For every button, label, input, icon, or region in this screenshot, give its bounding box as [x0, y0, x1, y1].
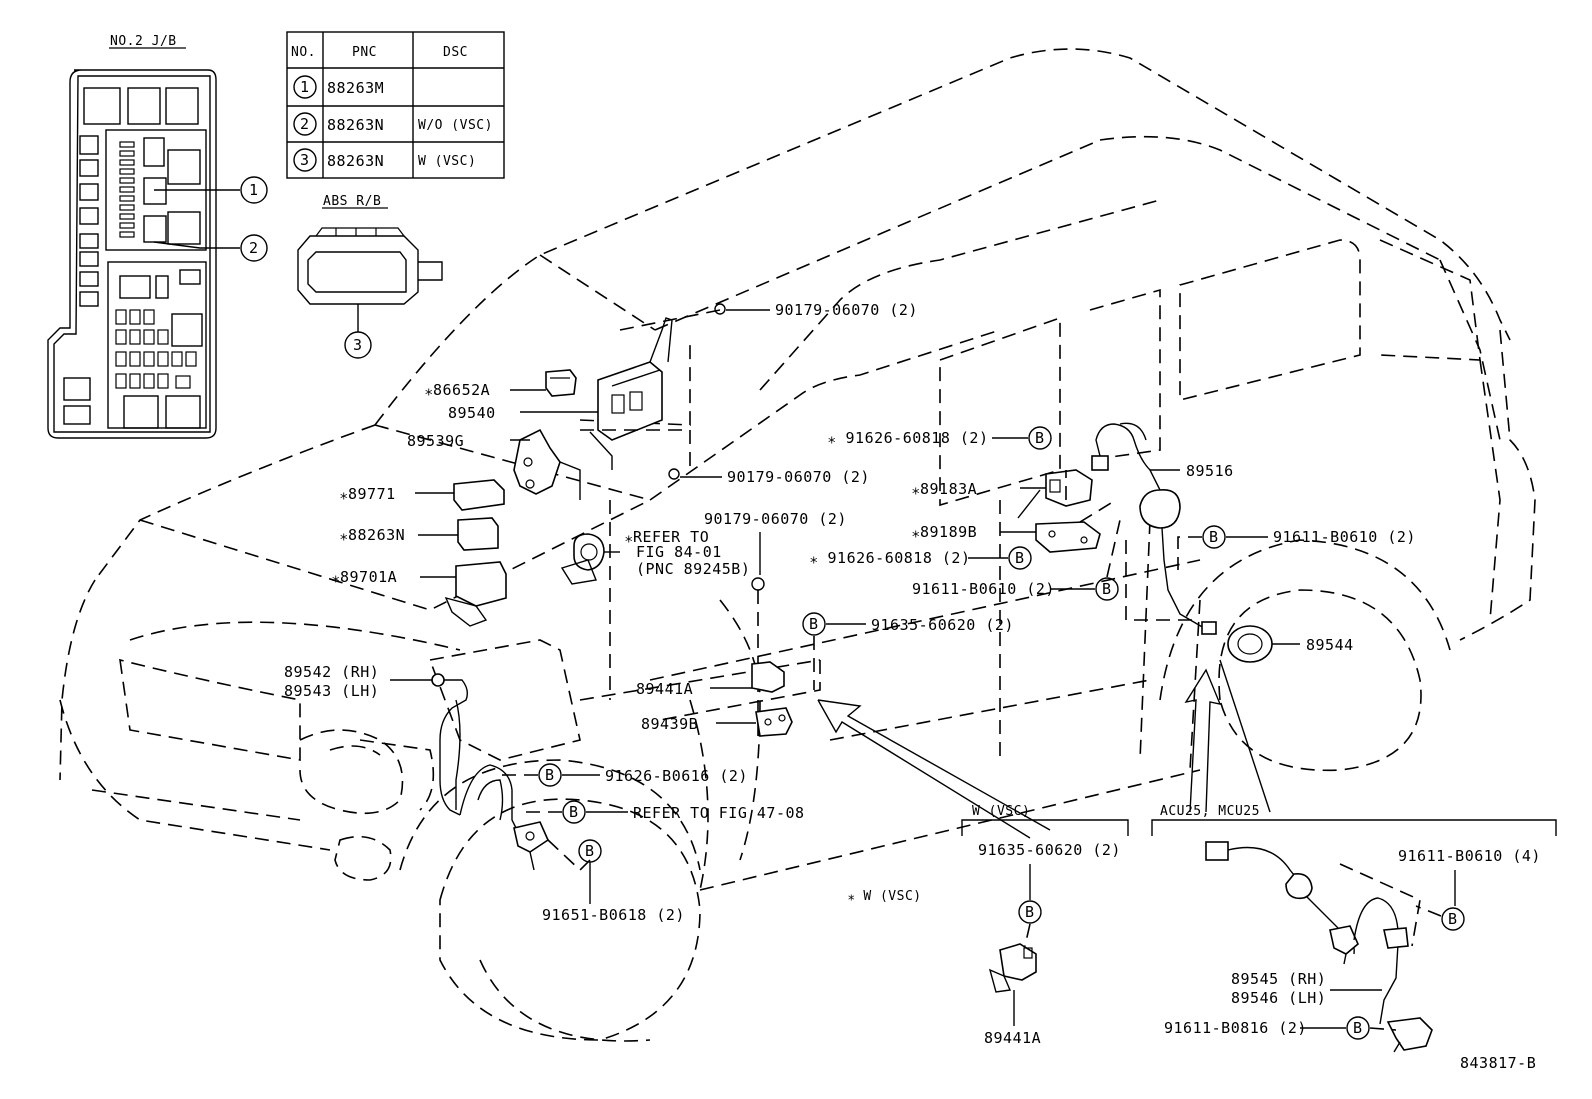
rear-sensor-group: B ⁎ 91626-60818 (2) ⁎89183A ⁎89189B B ⁎ … [810, 422, 1416, 813]
abs-relay-block: ABS R/B 3 [297, 194, 443, 359]
inset-w-vsc: W (VSC) 91635-60620 (2) B 89441A [961, 804, 1129, 1047]
inset-acu-lh: 89546 (LH) [1231, 989, 1326, 1007]
inset-acu-title: ACU25, MCU25 [1160, 804, 1260, 819]
label-91611-a: 91611-B0610 (2) [912, 580, 1055, 598]
bolt-marker-label-5: B [1209, 528, 1219, 546]
label-89539G: 89539G [407, 432, 464, 450]
table-row-2-circle-icon [293, 112, 317, 136]
bolt-marker-icon-9 [1018, 900, 1042, 924]
inset-w-vsc-part: 91635-60620 (2) [978, 841, 1121, 859]
junction-block-title: NO.2 J/B [110, 34, 177, 49]
table-row-3-dsc: W (VSC) [418, 154, 476, 169]
label-refer-84-line2: FIG 84-01 [636, 543, 722, 561]
label-89544: 89544 [1306, 636, 1354, 654]
label-91651: 91651-B0618 (2) [542, 906, 685, 924]
note-w-vsc: ⁎ W (VSC) [848, 889, 922, 904]
front-sensor-group: 89542 (RH) 89543 (LH) B 91626-B0616 (2) … [284, 663, 922, 924]
callout-1-icon [240, 176, 268, 204]
label-89542: 89542 (RH) [284, 663, 379, 681]
table-row-1-circle-icon [293, 75, 317, 99]
bolt-marker-label-11: B [1353, 1019, 1363, 1037]
bolt-marker-icon-3 [1008, 546, 1032, 570]
label-89701A: ⁎89701A [332, 568, 397, 586]
bolt-marker-label-2: B [1035, 429, 1045, 447]
label-89189B: ⁎89189B [912, 523, 977, 541]
label-90179-top: 90179-06070 (2) [775, 301, 918, 319]
ecu-group: 90179-06070 (2) 89540 ⁎86652A 89539G 901… [332, 301, 1051, 839]
bolt-marker-label-6: B [545, 766, 555, 784]
label-88263N: ⁎88263N [340, 526, 405, 544]
no2-junction-block: NO.2 J/B [47, 34, 268, 439]
inset-acu25-mcu25: ACU25, MCU25 91611-B0610 (4) B 89545 (RH… [1151, 804, 1557, 1053]
inset-w-vsc-title: W (VSC) [972, 804, 1030, 819]
label-refer-47: REFER TO FIG 47-08 [633, 804, 805, 822]
bolt-marker-label-10: B [1448, 910, 1458, 928]
figure-number: 843817-B [1460, 1054, 1536, 1072]
bolt-marker-icon-5 [1202, 525, 1226, 549]
inset-acu-clip: 91611-B0610 (4) [1398, 847, 1541, 865]
bolt-marker-icon-11 [1346, 1016, 1370, 1040]
abs-relay-block-title: ABS R/B [323, 194, 381, 209]
bolt-marker-icon-2 [1028, 426, 1052, 450]
bolt-marker-icon-10 [1441, 907, 1465, 931]
label-91626-b: ⁎ 91626-60818 (2) [810, 549, 971, 567]
label-91626-c: 91626-B0616 (2) [605, 767, 748, 785]
nut-icon [714, 303, 726, 315]
bolt-marker-icon-6 [538, 763, 562, 787]
callout-1-number: 1 [249, 181, 259, 199]
table-row-2-pnc: 88263N [327, 116, 384, 134]
nut-icon-3 [751, 577, 765, 591]
label-89183A: ⁎89183A [912, 480, 977, 498]
nut-icon-2 [668, 468, 680, 480]
table-header-dsc: DSC [443, 45, 468, 60]
label-89771: ⁎89771 [340, 485, 396, 503]
table-row-2-dsc: W/O (VSC) [418, 118, 493, 133]
label-89516: 89516 [1186, 462, 1234, 480]
table-row-1-pnc: 88263M [327, 79, 384, 97]
table-row-1-no: 1 [300, 78, 310, 96]
bolt-marker-label-3: B [1015, 549, 1025, 567]
callout-2-icon [240, 234, 268, 262]
table-header-pnc: PNC [352, 45, 377, 60]
label-89439B: 89439B [641, 715, 698, 733]
label-91626-a: ⁎ 91626-60818 (2) [828, 429, 989, 447]
bolt-marker-label-7: B [569, 803, 579, 821]
table-row-3-circle-icon [293, 148, 317, 172]
callout-3-icon [344, 331, 372, 359]
bolt-marker-icon-7 [562, 800, 586, 824]
label-91611-b: 91611-B0610 (2) [1273, 528, 1416, 546]
table-row-3-pnc: 88263N [327, 152, 384, 170]
bolt-marker-icon-4 [1095, 577, 1119, 601]
table-row-3-no: 3 [300, 151, 310, 169]
label-refer-84-line3: (PNC 89245B) [636, 560, 750, 578]
bolt-marker-label-8: B [585, 842, 595, 860]
inset-w-vsc-sensor: 89441A [984, 1029, 1041, 1047]
label-86652A: ⁎86652A [425, 381, 490, 399]
inset-acu-bolt: 91611-B0816 (2) [1164, 1019, 1307, 1037]
table-row-2-no: 2 [300, 115, 310, 133]
bolt-marker-label: B [809, 615, 819, 633]
label-90179-mid: 90179-06070 (2) [727, 468, 870, 486]
label-refer-84-line1: ⁎REFER TO [625, 528, 709, 546]
inset-acu-rh: 89545 (RH) [1231, 970, 1326, 988]
label-89540: 89540 [448, 404, 496, 422]
label-91635: 91635-60620 (2) [871, 616, 1014, 634]
callout-3-number: 3 [353, 336, 363, 354]
label-89543: 89543 (LH) [284, 682, 379, 700]
label-90179-low: 90179-06070 (2) [704, 510, 847, 528]
pnc-table: NO. PNC DSC 1 88263M 2 88263N W/O (VSC) … [286, 31, 505, 179]
bolt-marker-label-4: B [1102, 580, 1112, 598]
bolt-marker-label-9: B [1025, 903, 1035, 921]
table-header-no: NO. [291, 45, 316, 60]
callout-2-number: 2 [249, 239, 259, 257]
label-89441A: 89441A [636, 680, 693, 698]
bolt-marker-icon [802, 612, 826, 636]
